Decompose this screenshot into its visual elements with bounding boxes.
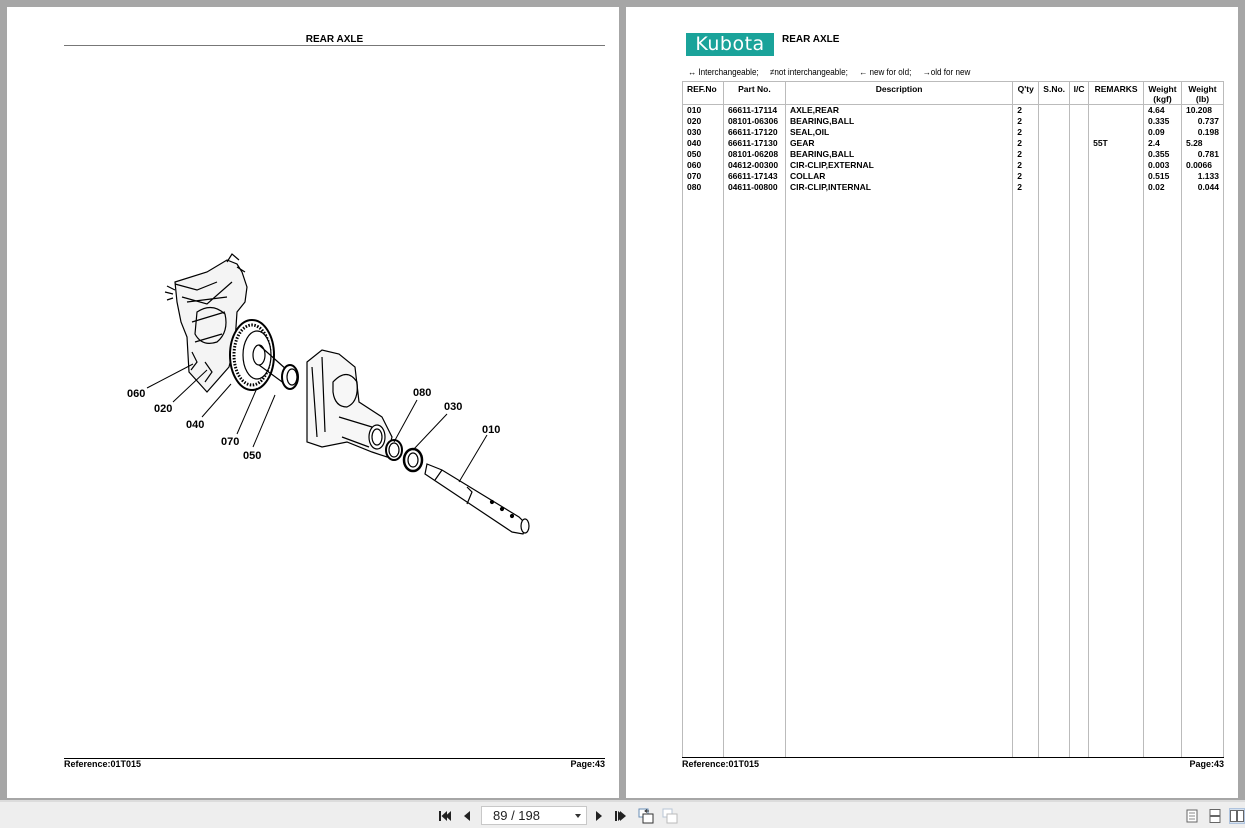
prev-page-icon: [464, 811, 470, 821]
callout-050: 050: [243, 450, 261, 462]
footer-reference: Reference:01T015: [682, 759, 760, 769]
two-page-icon: [1230, 810, 1244, 822]
right-page-title: REAR AXLE: [782, 34, 840, 45]
legend-interchangeable: ↔ Interchangeable;: [688, 67, 759, 77]
first-page-icon: [439, 811, 451, 821]
next-page-button[interactable]: [591, 808, 607, 824]
callout-020: 020: [154, 403, 172, 415]
col-weight-kgf: Weight(kgf): [1143, 81, 1182, 105]
legend-old-for-new: →old for new: [922, 67, 971, 77]
footer-reference: Reference:01T015: [64, 759, 142, 769]
two-page-view-button[interactable]: [1229, 808, 1245, 824]
previous-page-button[interactable]: [459, 808, 475, 824]
header-divider: [64, 45, 605, 46]
single-page-view-button[interactable]: [1184, 808, 1200, 824]
left-page: REAR AXLE: [7, 7, 619, 798]
chevron-down-icon: [575, 814, 581, 818]
callout-060: 060: [127, 388, 145, 400]
last-page-button[interactable]: [613, 808, 629, 824]
callout-040: 040: [186, 419, 204, 431]
footer-divider: [64, 758, 605, 759]
navigation-toolbar: 89 / 198: [0, 800, 1245, 828]
col-ic: I/C: [1069, 81, 1090, 105]
next-view-icon: [662, 808, 678, 824]
left-page-title: REAR AXLE: [305, 34, 364, 45]
col-serial-no: S.No.: [1038, 81, 1071, 105]
last-page-icon: [615, 811, 626, 821]
callout-030: 030: [444, 401, 462, 413]
prev-view-icon: [638, 808, 654, 824]
first-page-button[interactable]: [437, 808, 453, 824]
continuous-icon: [1209, 809, 1221, 823]
next-page-icon: [596, 811, 602, 821]
footer-page-number: Page:43: [570, 759, 605, 769]
previous-view-button[interactable]: [638, 808, 654, 824]
right-page: Kubota REAR AXLE ↔ Interchangeable; ≠not…: [626, 7, 1238, 798]
footer-page-number: Page:43: [1189, 759, 1224, 769]
callout-080: 080: [413, 387, 431, 399]
col-weight-lb: Weight(lb): [1180, 81, 1225, 105]
col-description: Description: [784, 81, 1014, 105]
col-qty: Q'ty: [1012, 81, 1040, 105]
rear-axle-exploded-diagram: 060 020 040 070 050 080 030 010: [127, 253, 530, 535]
interchangeability-legend: ↔ Interchangeable; ≠not interchangeable;…: [688, 67, 979, 77]
document-viewer[interactable]: REAR AXLE: [0, 0, 1245, 800]
page-number-dropdown[interactable]: 89 / 198: [481, 806, 587, 825]
next-view-button[interactable]: [662, 808, 678, 824]
table-header-row: REF.No Part No. Description Q'ty S.No. I…: [682, 81, 1225, 105]
kubota-logo: Kubota: [686, 33, 774, 56]
parts-table: REF.No Part No. Description Q'ty S.No. I…: [682, 81, 1225, 758]
col-part-no: Part No.: [722, 81, 786, 105]
col-remarks: REMARKS: [1088, 81, 1145, 105]
table-empty-space: [682, 193, 1225, 757]
callout-070: 070: [221, 436, 239, 448]
col-ref-no: REF.No: [682, 81, 724, 105]
legend-not-interchangeable: ≠not interchangeable;: [769, 67, 848, 77]
legend-new-for-old: ← new for old;: [859, 67, 912, 77]
page-indicator: 89 / 198: [493, 808, 540, 823]
callout-010: 010: [482, 424, 500, 436]
continuous-view-button[interactable]: [1207, 808, 1223, 824]
single-page-icon: [1186, 809, 1198, 823]
